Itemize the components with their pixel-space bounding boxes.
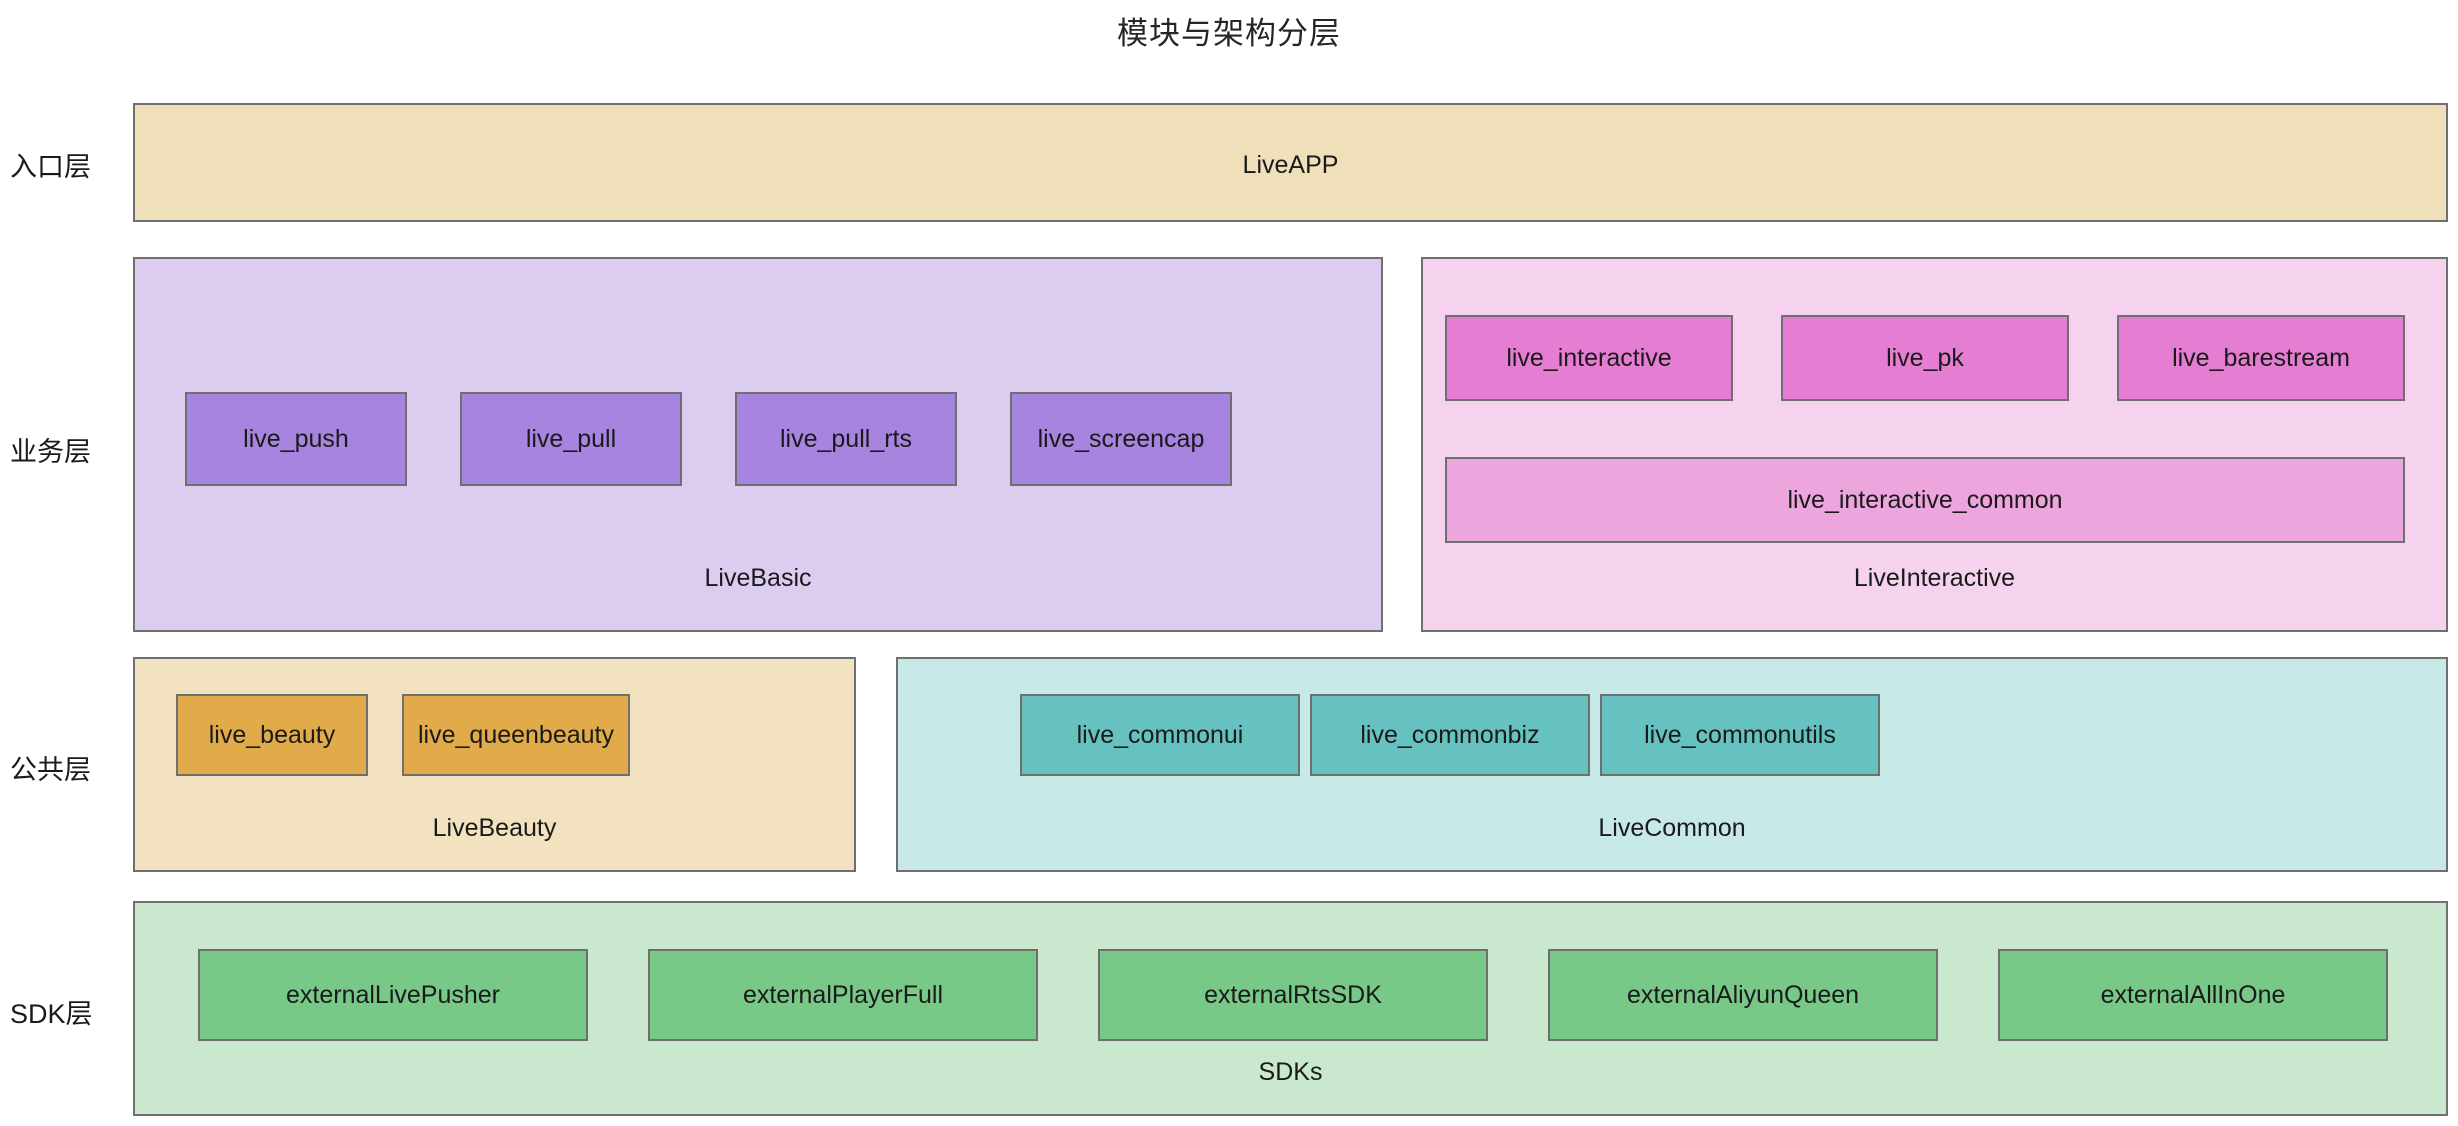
module-live-screencap[interactable]: live_screencap (1010, 392, 1232, 486)
module-external-live-pusher[interactable]: externalLivePusher (198, 949, 588, 1041)
module-live-push[interactable]: live_push (185, 392, 407, 486)
group-caption-livebeauty: LiveBeauty (432, 814, 557, 842)
module-external-rts-sdk[interactable]: externalRtsSDK (1098, 949, 1488, 1041)
module-external-all-in-one[interactable]: externalAllInOne (1998, 949, 2388, 1041)
module-live-commonutils[interactable]: live_commonutils (1600, 694, 1880, 776)
module-live-pull[interactable]: live_pull (460, 392, 682, 486)
group-caption-livebasic: LiveBasic (704, 564, 812, 592)
module-external-aliyun-queen[interactable]: externalAliyunQueen (1548, 949, 1938, 1041)
group-liveapp[interactable]: LiveAPP (133, 103, 2448, 222)
group-caption-liveinteractive: LiveInteractive (1853, 564, 2016, 592)
layer-label-sdk: SDK层 (10, 999, 93, 1029)
group-sdks[interactable]: externalLivePusher externalPlayerFull ex… (133, 901, 2448, 1116)
group-caption-livecommon: LiveCommon (1598, 814, 1746, 842)
module-live-commonbiz[interactable]: live_commonbiz (1310, 694, 1590, 776)
module-live-pull-rts[interactable]: live_pull_rts (735, 392, 957, 486)
module-live-queenbeauty[interactable]: live_queenbeauty (402, 694, 630, 776)
module-live-pk[interactable]: live_pk (1781, 315, 2069, 401)
group-caption-liveapp: LiveAPP (1242, 151, 1339, 179)
layer-label-entry: 入口层 (10, 152, 91, 182)
layer-label-public: 公共层 (10, 755, 91, 785)
module-live-interactive[interactable]: live_interactive (1445, 315, 1733, 401)
module-live-beauty[interactable]: live_beauty (176, 694, 368, 776)
page-title: 模块与架构分层 (1117, 16, 1341, 51)
group-caption-sdks: SDKs (1258, 1058, 1323, 1086)
module-live-barestream[interactable]: live_barestream (2117, 315, 2405, 401)
group-livecommon[interactable]: live_commonui live_commonbiz live_common… (896, 657, 2448, 872)
layer-label-business: 业务层 (10, 437, 91, 467)
module-live-interactive-common[interactable]: live_interactive_common (1445, 457, 2405, 543)
group-livebasic[interactable]: live_push live_pull live_pull_rts live_s… (133, 257, 1383, 632)
module-live-commonui[interactable]: live_commonui (1020, 694, 1300, 776)
module-external-player-full[interactable]: externalPlayerFull (648, 949, 1038, 1041)
group-liveinteractive[interactable]: live_interactive live_pk live_barestream… (1421, 257, 2448, 632)
group-livebeauty[interactable]: live_beauty live_queenbeauty LiveBeauty (133, 657, 856, 872)
